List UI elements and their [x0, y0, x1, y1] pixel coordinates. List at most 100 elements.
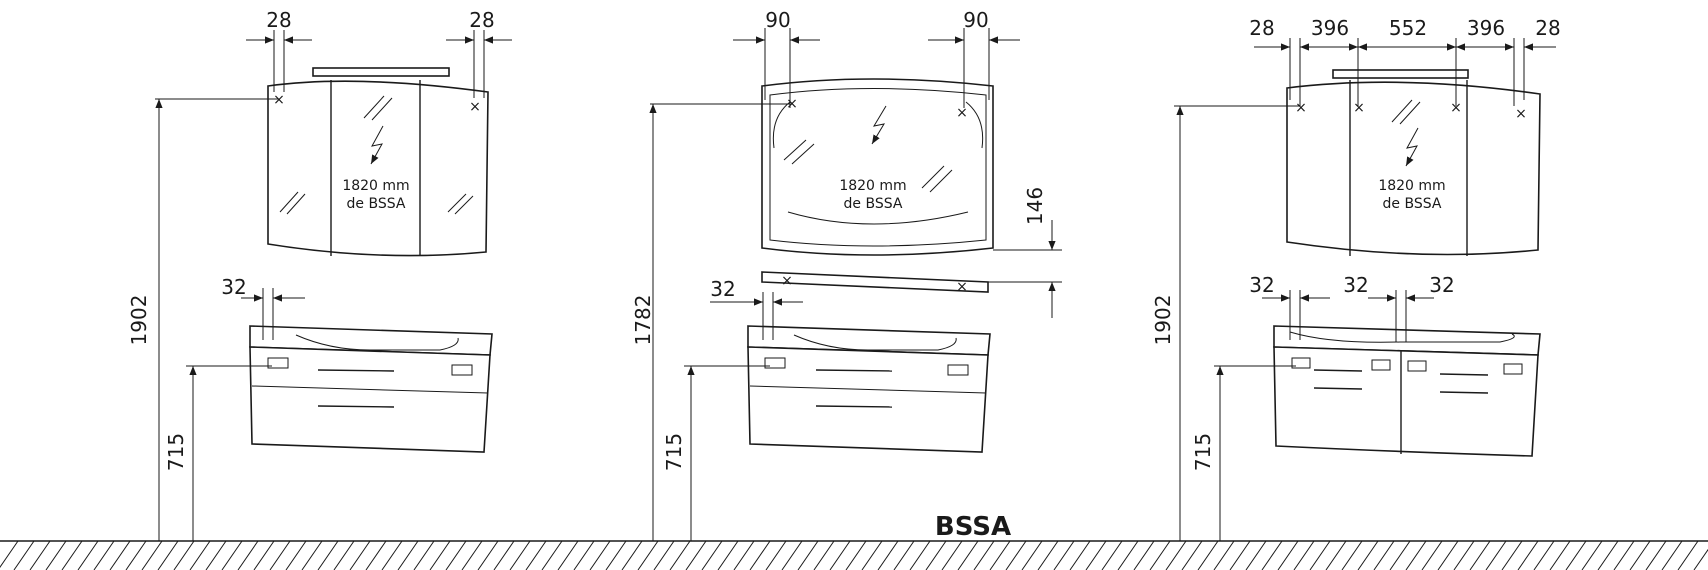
view-2-drawer-divider: [749, 385, 987, 394]
floor-hatch-line: [1101, 540, 1123, 570]
view-1-socket-icon: [451, 364, 473, 376]
floor-hatch-line: [445, 540, 467, 570]
floor-hatch-line: [1261, 540, 1283, 570]
floor-hatch-line: [941, 540, 963, 570]
view-1-basin-bowl: [295, 334, 459, 351]
view-2-mirror: 1820 mm de BSSA × × × × 90 90 146 1782: [631, 8, 1062, 541]
floor-hatch-line: [1117, 540, 1139, 570]
floor-hatch-line: [1629, 540, 1651, 570]
floor-hatch-line: [189, 540, 211, 570]
floor-hatch-line: [1197, 540, 1219, 570]
floor-hatch-line: [477, 540, 499, 570]
view-1-power-icon: [370, 125, 384, 165]
floor-hatch-line: [317, 540, 339, 570]
view-1-fixing-point-icon: ×: [273, 92, 285, 108]
view-2-socket-icon: [947, 364, 969, 376]
floor-hatch-line: [1181, 540, 1203, 570]
floor-hatch-line: [1597, 540, 1619, 570]
view-3-socket-icon: [1407, 360, 1427, 372]
view-3-basin-bowl: [1289, 331, 1515, 343]
floor-hatch-line: [1373, 540, 1395, 570]
view-1-glare: [447, 193, 467, 213]
view-3-light-bar: [1332, 69, 1469, 79]
floor-hatch-line: [1405, 540, 1427, 570]
view-2-glare: [921, 165, 945, 189]
floor-hatch-line: [1085, 540, 1107, 570]
floor-hatch-line: [813, 540, 835, 570]
floor-hatch-line: [1677, 540, 1699, 570]
floor-hatch-line: [93, 540, 115, 570]
view-2-mirror-frame: [761, 78, 994, 256]
floor-hatch-line: [1277, 540, 1299, 570]
view-2-mirror-arc: [787, 211, 969, 225]
floor-hatch-line: [1325, 540, 1347, 570]
floor-hatch-line: [1453, 540, 1475, 570]
floor-hatch-line: [541, 540, 563, 570]
floor-hatch-line: [1501, 540, 1523, 570]
floor-label: BSSA: [935, 512, 1011, 542]
floor-hatch-line: [253, 540, 275, 570]
view-1-height-total: 1902: [127, 295, 151, 346]
floor-hatch-line: [1069, 540, 1091, 570]
floor-hatch-line: [1357, 540, 1379, 570]
floor-hatch-line: [1005, 540, 1027, 570]
floor-hatch-line: [221, 540, 243, 570]
floor-hatch-line: [717, 540, 739, 570]
view-2-fixing-point-icon: ×: [786, 96, 798, 112]
view-1-height-base: 715: [164, 433, 188, 471]
floor-hatch-line: [893, 540, 915, 570]
floor-hatch-line: [845, 540, 867, 570]
floor-hatch-line: [1149, 540, 1171, 570]
floor-hatch-line: [45, 540, 67, 570]
view-2-glare: [929, 169, 953, 193]
view-2-drawer-handle: [815, 405, 893, 408]
floor-hatch-line: [1165, 540, 1187, 570]
view-3-dim-5: 28: [1535, 16, 1560, 40]
view-2-mirror-glass: [769, 88, 987, 247]
view-3-drawer-handle: [1439, 373, 1489, 376]
floor-hatch-line: [1661, 540, 1683, 570]
floor-hatch-line: [557, 540, 579, 570]
view-1-drawer-handle: [317, 405, 395, 408]
view-3-fixing-point-icon: ×: [1450, 100, 1462, 116]
view-1-drawer-handle: [317, 369, 395, 372]
floor-hatch-line: [1245, 540, 1267, 570]
floor-hatch-line: [733, 540, 755, 570]
view-2-fixing-point-icon: ×: [781, 273, 793, 289]
floor-hatch-line: [1533, 540, 1555, 570]
floor-hatch-line: [429, 540, 451, 570]
floor-hatch-line: [829, 540, 851, 570]
view-1-glare: [279, 191, 299, 213]
floor-hatch-line: [333, 540, 355, 570]
view-3-vanity-unit: [1273, 346, 1539, 457]
view-3-three-door-cabinet-double: 1820 mm de BSSA × × × × 28 396 552 396 2…: [1151, 16, 1561, 541]
view-1-vanity-unit: [249, 346, 491, 453]
floor-hatching: [0, 540, 1708, 570]
floor-hatch-line: [285, 540, 307, 570]
view-2-glare: [791, 143, 815, 165]
view-1-power-label-1: 1820 mm: [342, 178, 409, 194]
view-1-glare: [371, 97, 393, 121]
view-2-dim-left: 90: [765, 8, 790, 32]
floor-hatch-line: [61, 540, 83, 570]
view-3-drawer-handle: [1313, 387, 1363, 390]
floor-hatch-line: [1037, 540, 1059, 570]
view-3-dim-1: 28: [1249, 16, 1274, 40]
view-2-fixing-point-icon: ×: [956, 279, 968, 295]
floor-hatch-line: [1693, 548, 1708, 570]
view-2-socket-icon: [764, 357, 786, 369]
floor-hatch-line: [1213, 540, 1235, 570]
view-2-fixing-point-icon: ×: [956, 105, 968, 121]
view-1-three-door-cabinet: 1820 mm de BSSA × × 28 28 1902 32: [127, 8, 512, 541]
view-3-dim-4: 396: [1467, 16, 1505, 40]
floor-hatch-line: [781, 540, 803, 570]
view-1-fixing-point-icon: ×: [469, 99, 481, 115]
view-3-height-total: 1902: [1151, 295, 1175, 346]
view-3-glare: [1391, 99, 1413, 123]
view-3-dim-spout-1: 32: [1249, 273, 1274, 297]
view-2-dim-spout: 32: [710, 277, 735, 301]
floor-hatch-line: [13, 540, 35, 570]
view-3-power-icon: [1405, 127, 1419, 167]
floor-hatch-line: [1469, 540, 1491, 570]
